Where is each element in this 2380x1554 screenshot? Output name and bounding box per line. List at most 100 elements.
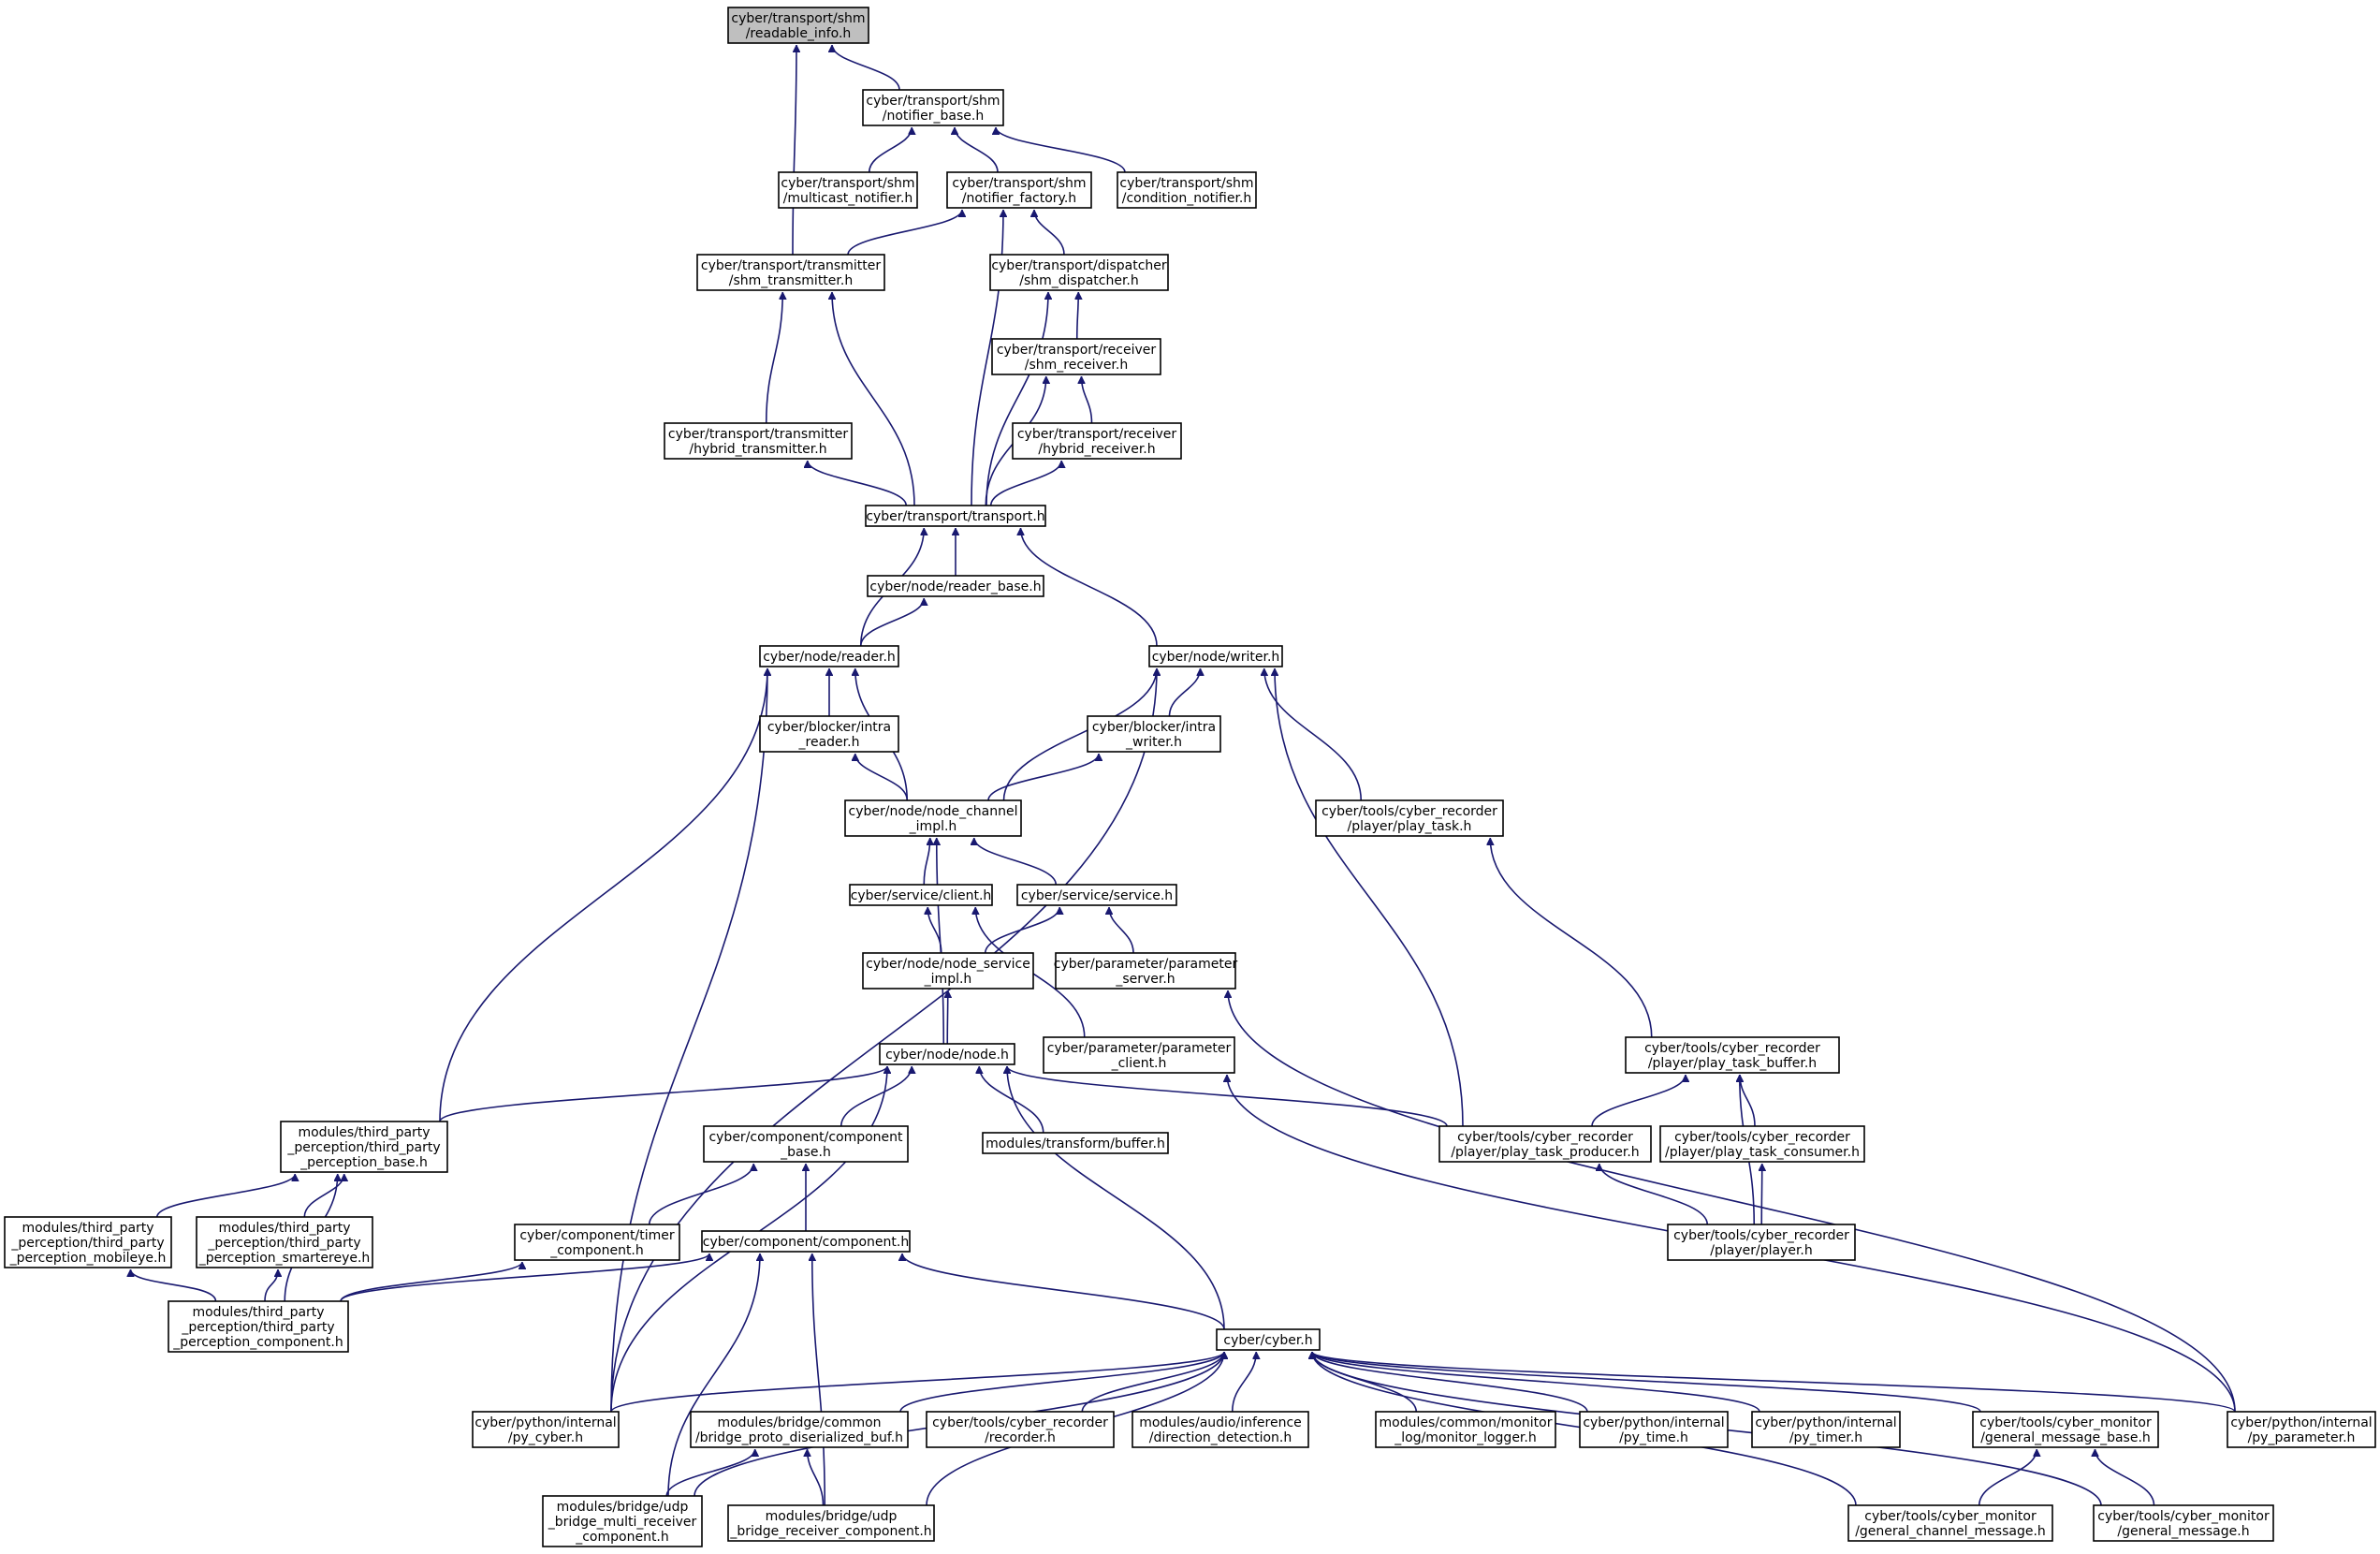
node-hybrid-receiver[interactable]: cyber/transport/receiver/hybrid_receiver…	[1012, 422, 1182, 460]
node-node[interactable]: cyber/node/node.h	[879, 1043, 1015, 1065]
node-py-timer[interactable]: cyber/python/internal/py_timer.h	[1751, 1411, 1901, 1448]
node-tp-mobileye[interactable]: modules/third_party_perception/third_par…	[4, 1216, 172, 1268]
node-intra-reader[interactable]: cyber/blocker/intra_reader.h	[759, 715, 899, 753]
node-py-time[interactable]: cyber/python/internal/py_time.h	[1579, 1411, 1729, 1448]
edge-play-task-buffer-to-play-task	[1490, 838, 1653, 1038]
node-label-line: cyber/python/internal	[475, 1415, 616, 1430]
node-box	[1016, 884, 1177, 906]
node-player[interactable]: cyber/tools/cyber_recorder/player/player…	[1667, 1224, 1856, 1261]
node-label-line: cyber/transport/shm	[1119, 176, 1253, 191]
node-label-line: _perception_component.h	[172, 1335, 343, 1350]
node-readable-info[interactable]: cyber/transport/shm/readable_info.h	[727, 7, 869, 44]
node-tp-perception-base[interactable]: modules/third_party_perception/third_par…	[280, 1121, 448, 1173]
node-label-line: cyber/transport/shm	[731, 11, 865, 26]
node-multicast-notifier[interactable]: cyber/transport/shm/multicast_notifier.h	[778, 171, 918, 209]
node-hybrid-transmitter[interactable]: cyber/transport/transmitter/hybrid_trans…	[664, 422, 853, 460]
node-box	[690, 1411, 909, 1448]
edge-client-to-node-channel-impl	[923, 838, 930, 886]
node-transform-buffer[interactable]: modules/transform/buffer.h	[982, 1132, 1169, 1154]
node-bridge-buf[interactable]: modules/bridge/common/bridge_proto_diser…	[690, 1411, 909, 1448]
node-box	[862, 952, 1034, 990]
node-general-message-base[interactable]: cyber/tools/cyber_monitor/general_messag…	[1972, 1411, 2159, 1448]
node-monitor-logger[interactable]: modules/common/monitor_log/monitor_logge…	[1375, 1411, 1556, 1448]
node-timer-component[interactable]: cyber/component/timer_component.h	[514, 1224, 680, 1261]
node-transport[interactable]: cyber/transport/transport.h	[865, 505, 1046, 527]
edge-multicast-notifier-to-notifier-base	[868, 126, 913, 173]
node-label-line: cyber/component/timer	[519, 1228, 675, 1243]
node-box	[664, 422, 853, 460]
node-udp-multi[interactable]: modules/bridge/udp_bridge_multi_receiver…	[542, 1495, 703, 1547]
node-notifier-factory[interactable]: cyber/transport/shm/notifier_factory.h	[946, 171, 1092, 209]
node-play-task-producer[interactable]: cyber/tools/cyber_recorder/player/play_t…	[1438, 1125, 1652, 1163]
node-py-cyber[interactable]: cyber/python/internal/py_cyber.h	[472, 1411, 620, 1448]
node-box	[727, 7, 869, 44]
node-notifier-base[interactable]: cyber/transport/shm/notifier_base.h	[862, 89, 1004, 126]
node-writer[interactable]: cyber/node/writer.h	[1148, 645, 1283, 667]
node-label-line: _impl.h	[909, 819, 957, 834]
node-label-line: cyber/tools/cyber_recorder	[1673, 1228, 1849, 1243]
edge-py-cyber-to-writer	[610, 668, 1157, 1413]
node-intra-writer[interactable]: cyber/blocker/intra_writer.h	[1087, 715, 1221, 753]
edge-shm-dispatcher-to-notifier-factory	[1034, 209, 1065, 256]
node-label-line: /player/play_task_producer.h	[1451, 1145, 1639, 1160]
node-label-line: modules/bridge/common	[717, 1415, 881, 1430]
node-box	[879, 1043, 1015, 1065]
node-reader-base[interactable]: cyber/node/reader_base.h	[867, 575, 1044, 597]
edge-transport-to-shm-dispatcher	[986, 292, 1048, 506]
node-box	[1751, 1411, 1901, 1448]
node-label-line: cyber/transport/shm	[866, 94, 1000, 109]
node-component-base[interactable]: cyber/component/component_base.h	[703, 1125, 909, 1163]
node-label-line: cyber/python/internal	[2230, 1415, 2372, 1430]
edge-py-cyber-to-cyber	[610, 1351, 1224, 1413]
node-box	[696, 254, 885, 291]
edge-tp-component-to-timer-component	[340, 1261, 522, 1302]
node-shm-dispatcher[interactable]: cyber/transport/dispatcher/shm_dispatche…	[989, 254, 1169, 291]
node-reader[interactable]: cyber/node/reader.h	[759, 645, 899, 667]
node-label-line: cyber/transport/dispatcher	[991, 258, 1167, 273]
node-play-task-buffer[interactable]: cyber/tools/cyber_recorder/player/play_t…	[1625, 1036, 1840, 1074]
node-parameter-client[interactable]: cyber/parameter/parameter_client.h	[1043, 1036, 1235, 1074]
edge-parameter-server-to-service	[1109, 906, 1134, 954]
edge-notifier-base-to-readable-info	[832, 44, 900, 91]
edge-transform-buffer-to-node	[979, 1065, 1044, 1134]
node-cyber[interactable]: cyber/cyber.h	[1216, 1328, 1321, 1351]
node-box	[472, 1411, 620, 1448]
node-box	[168, 1300, 349, 1353]
node-shm-transmitter[interactable]: cyber/transport/transmitter/shm_transmit…	[696, 254, 885, 291]
node-condition-notifier[interactable]: cyber/transport/shm/condition_notifier.h	[1117, 171, 1257, 209]
edge-timer-component-to-component-base	[648, 1163, 754, 1225]
node-client[interactable]: cyber/service/client.h	[849, 884, 993, 906]
node-general-message[interactable]: cyber/tools/cyber_monitor/general_messag…	[2093, 1504, 2274, 1542]
node-tp-smartereye[interactable]: modules/third_party_perception/third_par…	[196, 1216, 373, 1268]
node-label-line: _impl.h	[924, 972, 972, 987]
node-node-service-impl[interactable]: cyber/node/node_service_impl.h	[862, 952, 1034, 990]
node-py-parameter[interactable]: cyber/python/internal/py_parameter.h	[2227, 1411, 2376, 1448]
node-box	[1375, 1411, 1556, 1448]
node-shm-receiver[interactable]: cyber/transport/receiver/shm_receiver.h	[991, 338, 1161, 375]
node-recorder[interactable]: cyber/tools/cyber_recorder/recorder.h	[926, 1411, 1115, 1448]
edge-player-to-play-task-consumer	[1761, 1164, 1762, 1225]
node-udp-receiver[interactable]: modules/bridge/udp_bridge_receiver_compo…	[727, 1504, 935, 1542]
node-play-task[interactable]: cyber/tools/cyber_recorder/player/play_t…	[1315, 799, 1504, 837]
edges-layer	[131, 44, 2236, 1506]
edge-intra-writer-to-writer	[1168, 667, 1201, 717]
node-service[interactable]: cyber/service/service.h	[1016, 884, 1177, 906]
node-general-channel-message[interactable]: cyber/tools/cyber_monitor/general_channe…	[1847, 1504, 2053, 1542]
node-parameter-server[interactable]: cyber/parameter/parameter_server.h	[1054, 952, 1238, 990]
node-box	[1055, 952, 1236, 990]
edge-py-parameter-to-parameter-server	[1228, 990, 2236, 1413]
node-label-line: modules/bridge/udp	[766, 1509, 898, 1524]
node-box	[701, 1230, 911, 1253]
node-label-line: cyber/node/node_channel	[849, 804, 1018, 819]
node-node-channel-impl[interactable]: cyber/node/node_channel_impl.h	[844, 799, 1022, 837]
node-play-task-consumer[interactable]: cyber/tools/cyber_recorder/player/play_t…	[1659, 1125, 1865, 1163]
node-box	[1438, 1125, 1652, 1163]
node-label-line: _perception/third_party	[207, 1236, 360, 1251]
node-tp-component[interactable]: modules/third_party_perception/third_par…	[168, 1300, 349, 1353]
node-component[interactable]: cyber/component/component.h	[701, 1230, 911, 1253]
edge-play-task-producer-to-play-task-buffer	[1591, 1074, 1686, 1127]
node-label-line: cyber/transport/transmitter	[668, 427, 848, 442]
node-direction-detection[interactable]: modules/audio/inference/direction_detect…	[1132, 1411, 1309, 1448]
node-label-line: /shm_receiver.h	[1025, 358, 1128, 373]
